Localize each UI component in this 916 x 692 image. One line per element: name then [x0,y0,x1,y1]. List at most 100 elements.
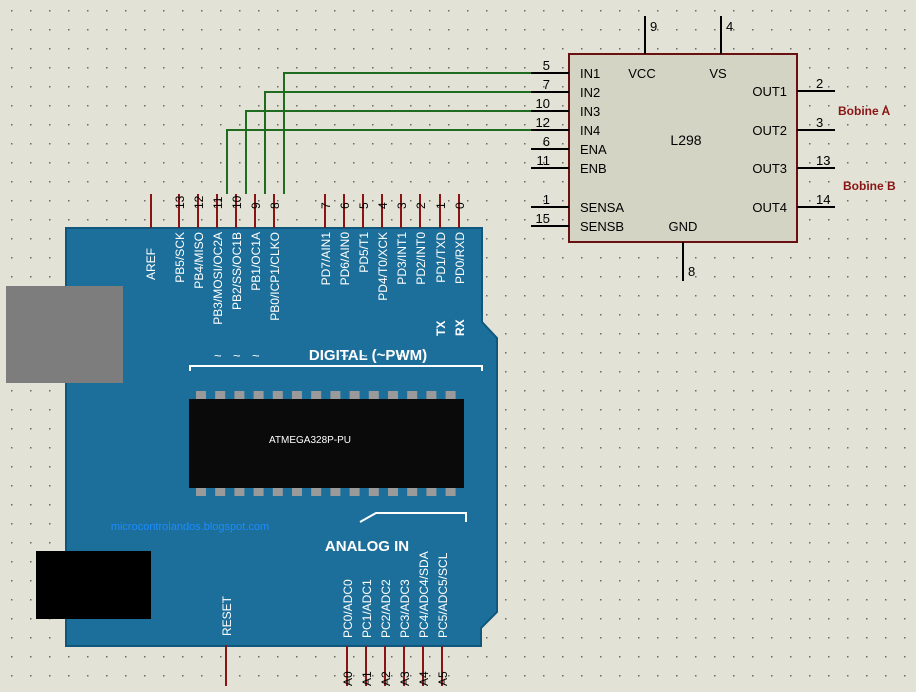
digital-bracket [189,365,483,371]
pin-label: PB4/MISO [192,232,206,289]
pin-number: 8 [268,202,282,209]
pin-label: PD1/TXD [434,232,448,283]
pwm-mark: ~ [233,348,241,363]
l298-pin-number: 9 [650,19,657,34]
l298-pin-number: 11 [537,153,551,168]
blog-label: microcontrolandos.blogspot.com [111,521,269,533]
l298-pin-label: GND [669,219,698,234]
l298-pin-label: ENA [580,142,607,157]
digital-header: DIGITAL (~PWM) [309,347,427,364]
l298-chip[interactable]: L298 [568,53,798,243]
l298-pin-number: 2 [816,76,823,91]
mcu-chip[interactable]: ATMEGA328P-PU [189,391,464,496]
pin-number: 1 [434,202,448,209]
pin-number: 2 [414,202,428,209]
pin-label: PD7/AIN1 [319,232,333,286]
pin-number: 10 [230,195,244,209]
pin-number: 3 [395,202,409,209]
pin-number: 6 [338,202,352,209]
l298-pin-label: OUT2 [752,123,787,138]
pin-number: 12 [192,195,206,209]
l298-pin-number: 5 [543,58,550,73]
l298-pin-label: IN3 [580,104,600,119]
pwm-mark: ~ [252,348,260,363]
l298-name: L298 [670,132,701,148]
mcu-pins [196,391,456,496]
pin-number: 4 [376,202,390,209]
aref-label: AREF [144,248,158,280]
pwm-mark: ~ [341,348,349,363]
analog-pin-label: PC5/ADC5/SCL [436,552,450,638]
analog-pin-label: PC0/ADC0 [341,579,355,638]
pin-label: PD0/RXD [453,232,467,284]
power-jack [36,551,151,619]
pin-label: PB3/MOSI/OC2A [211,232,225,325]
l298-pin-label: SENSA [580,200,624,215]
l298-pin-label: OUT3 [752,161,787,176]
analog-pin-number: A2 [379,671,393,686]
pin-label: PB5/SCK [173,232,187,283]
mcu-label: ATMEGA328P-PU [269,435,351,446]
l298-pin-number: 14 [816,192,830,207]
pwm-mark: ~ [398,348,406,363]
analog-pin-number: A0 [341,671,355,686]
digital-pins[interactable]: 13PB5/SCK12PB4/MISO11PB3/MOSI/OC2A~10PB2… [173,194,467,363]
l298-pin-number: 8 [688,264,695,279]
analog-pin-number: A3 [398,671,412,686]
l298-pin-label: VCC [628,66,655,81]
l298-pin-number: 3 [816,115,823,130]
wire-10-in3[interactable] [245,110,531,194]
pin-number: 7 [319,202,333,209]
coil-a-label: Bobine A [838,104,891,118]
l298-pin-label: IN2 [580,85,600,100]
pwm-mark: ~ [360,348,368,363]
l298-pin-label: OUT4 [752,200,787,215]
l298-pin-number: 13 [816,153,830,168]
analog-pin-number: A5 [436,671,450,686]
l298-pin-label: IN4 [580,123,600,138]
pin-label: PD4/T0/XCK [376,232,390,301]
green-wires[interactable] [226,72,531,194]
mcu-body [189,399,464,488]
analog-pin-label: PC1/ADC1 [360,579,374,638]
analog-pin-label: PC2/ADC2 [379,579,393,638]
pin-label: PD3/INT1 [395,232,409,285]
pin-number: 5 [357,202,371,209]
l298-pin-label: OUT1 [752,84,787,99]
analog-header: ANALOG IN [325,538,409,555]
pin-label: PB0/ICP1/CLKO [268,232,282,321]
wire-9-in2[interactable] [264,91,531,194]
analog-pin-label: PC3/ADC3 [398,579,412,638]
pin-label: PD6/AIN0 [338,232,352,286]
coil-b-label: Bobine B [843,179,896,193]
l298-body [568,53,798,243]
reset-label: RESET [220,595,234,636]
pin-number: 11 [211,196,225,209]
analog-pin-label: PC4/ADC4/SDA [417,551,431,638]
analog-bracket [359,512,467,523]
wire-8-in1[interactable] [283,72,531,194]
l298-pin-label: ENB [580,161,607,176]
pin-label: PD5/T1 [357,232,371,273]
l298-pin-number: 10 [536,96,550,111]
usb-connector [6,286,123,383]
pin-label: PB2/SS/OC1B [230,232,244,310]
l298-pin-number: 7 [543,77,550,92]
l298-pins[interactable]: 5IN17IN210IN312IN46ENA11ENB1SENSA15SENSB… [531,16,835,281]
pin-tag: TX [434,321,448,336]
pin-tag: RX [453,319,467,336]
l298-pin-number: 1 [543,192,550,207]
l298-pin-number: 12 [536,115,550,130]
l298-pin-label: IN1 [580,66,600,81]
l298-pin-label: VS [709,66,727,81]
analog-pin-number: A1 [360,671,374,686]
analog-pin-number: A4 [417,671,431,686]
wire-11-in4[interactable] [226,129,531,194]
pwm-mark: ~ [214,348,222,363]
pin-number: 9 [249,202,263,209]
l298-pin-number: 15 [536,211,550,226]
pin-number: 13 [173,195,187,209]
l298-pin-label: SENSB [580,219,624,234]
